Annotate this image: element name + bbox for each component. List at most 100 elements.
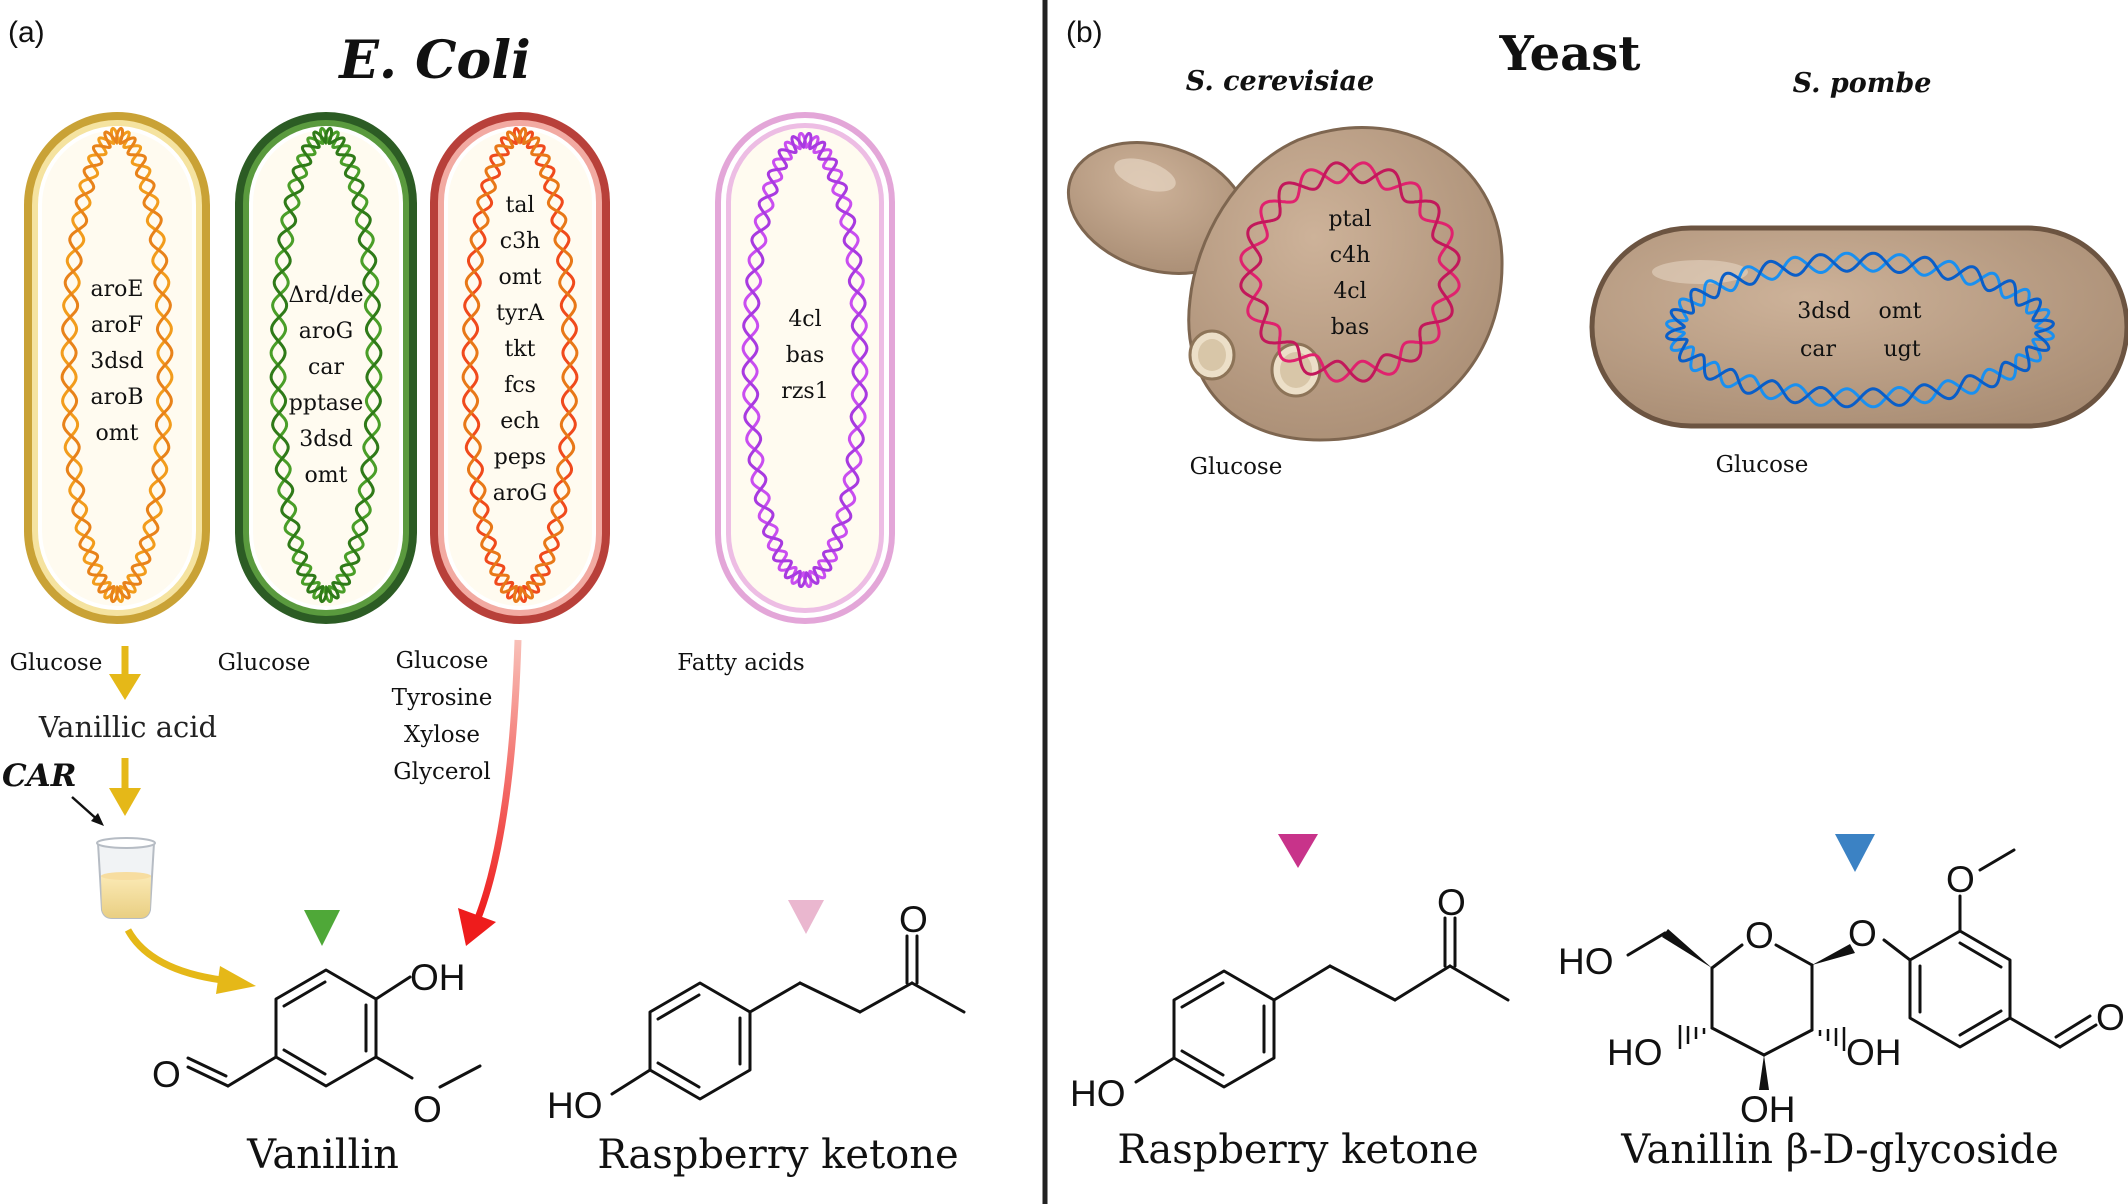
panel-a-title: E. Coli	[337, 30, 530, 91]
raspberry-ketone-structure: O HO	[1070, 882, 1510, 1114]
arrowhead	[1835, 834, 1875, 872]
product-label: Vanillin β-D-glycoside	[1620, 1127, 2059, 1173]
gene-label: 3dsd	[90, 349, 143, 374]
substrate-label: Glucose	[10, 650, 103, 676]
gene-label: omt	[1879, 299, 1922, 324]
gene-label: 4cl	[788, 307, 821, 332]
atom-label: HO	[547, 1085, 603, 1126]
substrate-label: Glucose	[1190, 454, 1283, 480]
gene-label: aroB	[90, 385, 143, 410]
enzyme-label: CAR	[2, 758, 77, 794]
organism-name: S. cerevisiae	[1186, 66, 1374, 97]
atom-label: O	[1437, 882, 1466, 923]
substrate-label: Glucose	[218, 650, 311, 676]
substrate-label: Glucose	[396, 648, 489, 674]
gene-label: car	[308, 355, 344, 380]
pink-arrow	[788, 666, 824, 934]
magenta-arrow	[1278, 458, 1318, 868]
substrate-label: Tyrosine	[392, 685, 493, 711]
gene-label: pptase	[289, 391, 363, 416]
raspberry-ketone-structure: O HO	[547, 899, 966, 1126]
atom-label: OH	[1846, 1032, 1902, 1073]
gene-label: car	[1800, 337, 1836, 362]
gene-label: 3dsd	[299, 427, 352, 452]
gene-label: bas	[1331, 315, 1370, 340]
arrowhead	[91, 813, 104, 826]
atom-label: O	[1946, 859, 1975, 900]
green-arrow	[304, 654, 340, 946]
atom-label: O	[2096, 997, 2125, 1038]
gene-label: 4cl	[1333, 279, 1366, 304]
gene-label: c4h	[1330, 243, 1371, 268]
red-arrow	[458, 639, 522, 946]
arrowhead	[304, 910, 340, 946]
panel-b-title: Yeast	[1499, 26, 1641, 82]
gene-label: tal	[506, 193, 535, 218]
product-label: Raspberry ketone	[597, 1132, 958, 1178]
s-pombe-cell: 3dsd omt car ugt	[1589, 225, 2128, 429]
panel-b-label: (b)	[1066, 16, 1103, 49]
gene-label: ech	[500, 409, 540, 434]
intermediate-label: Vanillic acid	[38, 710, 217, 744]
arrowhead	[1278, 834, 1318, 868]
arrowhead	[458, 908, 496, 946]
dna-strand-complement	[60, 126, 174, 604]
arrowhead	[109, 674, 141, 700]
gene-label: aroG	[493, 481, 547, 506]
gene-label: omt	[499, 265, 542, 290]
substrate-label: Fatty acids	[677, 650, 804, 676]
gene-label: tkt	[504, 337, 535, 362]
atom-label: O	[1745, 915, 1774, 956]
gene-label: aroF	[91, 313, 143, 338]
dna-strand-complement	[269, 126, 383, 604]
panel-a-label: (a)	[8, 16, 45, 49]
substrate-label: Xylose	[404, 722, 480, 748]
vanillin-glycoside-structure: O HO HO OH OH O O O	[1558, 848, 2125, 1130]
gene-label: Δrd/de	[288, 283, 363, 308]
atom-label: O	[413, 1089, 442, 1130]
gene-label: aroE	[91, 277, 144, 302]
atom-label: O	[1848, 913, 1877, 954]
gene-label: c3h	[500, 229, 541, 254]
atom-label: O	[152, 1054, 181, 1095]
dna-strand-complement	[1665, 251, 2055, 409]
substrate-label: Glucose	[1716, 452, 1809, 478]
atom-label: HO	[1070, 1073, 1126, 1114]
atom-label: O	[899, 899, 928, 940]
product-label: Raspberry ketone	[1117, 1127, 1478, 1173]
s-cerevisiae-cell: ptal c4h 4cl bas	[1066, 125, 1504, 442]
atom-label: OH	[1740, 1089, 1796, 1130]
dna-strand-complement	[461, 126, 579, 604]
ecoli-cell-4: 4cl bas rzs1	[715, 112, 895, 624]
dna-strand-complement	[1239, 161, 1461, 383]
gene-label: ptal	[1328, 207, 1371, 232]
dna-strand-complement	[741, 132, 869, 588]
gene-label: peps	[494, 445, 546, 470]
gene-label: tyrA	[496, 301, 545, 326]
gene-label: aroG	[299, 319, 353, 344]
ecoli-cell-1: aroE aroF 3dsd aroB omt	[24, 112, 210, 624]
gene-label: 3dsd	[1797, 299, 1850, 324]
arrowhead	[788, 900, 824, 934]
gene-label: omt	[305, 463, 348, 488]
vanillin-structure: OH O O	[152, 957, 482, 1130]
ecoli-cell-2: Δrd/de aroG car pptase 3dsd omt	[235, 112, 417, 624]
gene-label: bas	[786, 343, 825, 368]
yellow-pathway: Vanillic acid CAR	[2, 646, 256, 994]
atom-label: OH	[410, 957, 466, 998]
arrowhead	[216, 966, 256, 994]
arrowhead	[109, 788, 141, 816]
gene-label: omt	[96, 421, 139, 446]
substrate-label: Glycerol	[393, 759, 490, 785]
product-label: Vanillin	[246, 1132, 399, 1178]
gene-label: rzs1	[781, 379, 828, 404]
atom-label: HO	[1558, 941, 1614, 982]
beaker-icon	[96, 837, 156, 919]
gene-label: ugt	[1883, 337, 1920, 362]
organism-name: S. pombe	[1793, 68, 1932, 99]
ecoli-cell-3: tal c3h omt tyrA tkt fcs ech peps aroG	[430, 112, 610, 624]
blue-arrow	[1835, 456, 1875, 872]
atom-label: HO	[1607, 1032, 1663, 1073]
gene-label: fcs	[504, 373, 536, 398]
